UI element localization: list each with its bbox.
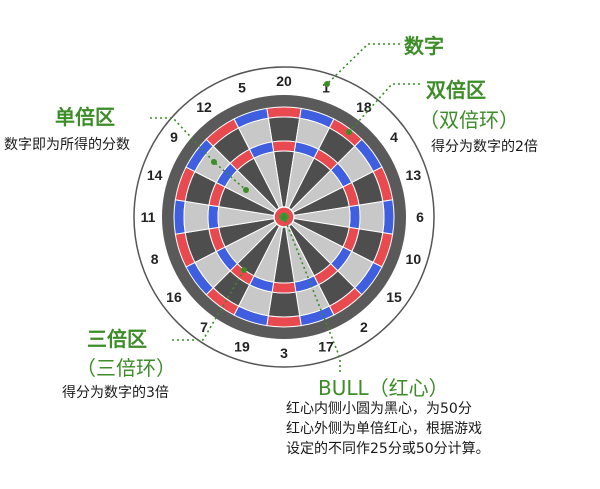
leader-double [348,83,420,133]
outer-single-segment-20 [267,116,301,143]
outer-single-segment-3 [267,291,301,318]
number-label-16: 16 [166,289,182,305]
dot-bull [281,214,287,220]
leader-bull [283,216,341,372]
number-ring: 20 1 18 4 13 6 10 15 2 17 3 19 7 16 8 11 14 9 12 5 [141,73,425,361]
leader-triple [172,269,245,341]
triple-segment-6 [348,204,361,230]
number-label-5: 5 [238,80,246,96]
number-label-13: 13 [406,167,422,183]
triple-segment-11 [207,204,220,230]
double-subtitle: （双倍环） [419,108,519,132]
triple-title: 三倍区 [87,327,147,351]
dot-number [324,81,330,87]
leader-lines [150,43,420,372]
segments [173,106,395,328]
bull-desc-line2: 红心外侧为单倍红心，根据游戏 [286,421,482,437]
number-label-9: 9 [170,129,178,145]
number-label-3: 3 [280,345,288,361]
leader-dots [211,81,352,273]
dot-triple [241,267,247,273]
bull-desc-line1: 红心内侧小圆为黑心，为50分 [286,401,472,417]
outer-single-segment-6 [358,200,385,234]
triple-subtitle: （三倍环） [76,356,176,380]
single-title: 单倍区 [55,105,115,129]
single-desc: 数字即为所得的分数 [4,137,130,153]
number-label-18: 18 [356,99,372,115]
dot-single-b [243,187,249,193]
triple-segment-20 [271,140,297,153]
leader-number [326,43,400,85]
number-label-20: 20 [276,73,292,89]
number-title: 数字 [404,34,444,58]
number-label-11: 11 [141,209,156,225]
number-label-17: 17 [318,338,334,354]
number-label-10: 10 [406,251,422,267]
triple-segment-3 [271,281,297,294]
dot-single-a [211,159,217,165]
number-label-15: 15 [386,289,402,305]
number-label-7: 7 [200,319,208,335]
number-label-1: 1 [322,80,330,96]
bull-title: BULL（红心） [318,376,449,400]
triple-desc: 得分为数字的3倍 [62,385,169,401]
number-label-6: 6 [416,209,424,225]
leader-single [150,117,247,191]
number-label-8: 8 [151,251,159,267]
number-label-12: 12 [196,99,212,115]
number-label-19: 19 [234,338,250,354]
double-title: 双倍区 [426,78,486,102]
double-desc: 得分为数字的2倍 [431,139,538,155]
dot-double [346,129,352,135]
number-label-4: 4 [390,129,398,145]
number-label-14: 14 [147,167,163,183]
bull-desc-line3: 设定的不同作25分或50分计算。 [286,441,490,457]
outer-single-segment-11 [183,200,210,234]
number-label-2: 2 [360,319,368,335]
